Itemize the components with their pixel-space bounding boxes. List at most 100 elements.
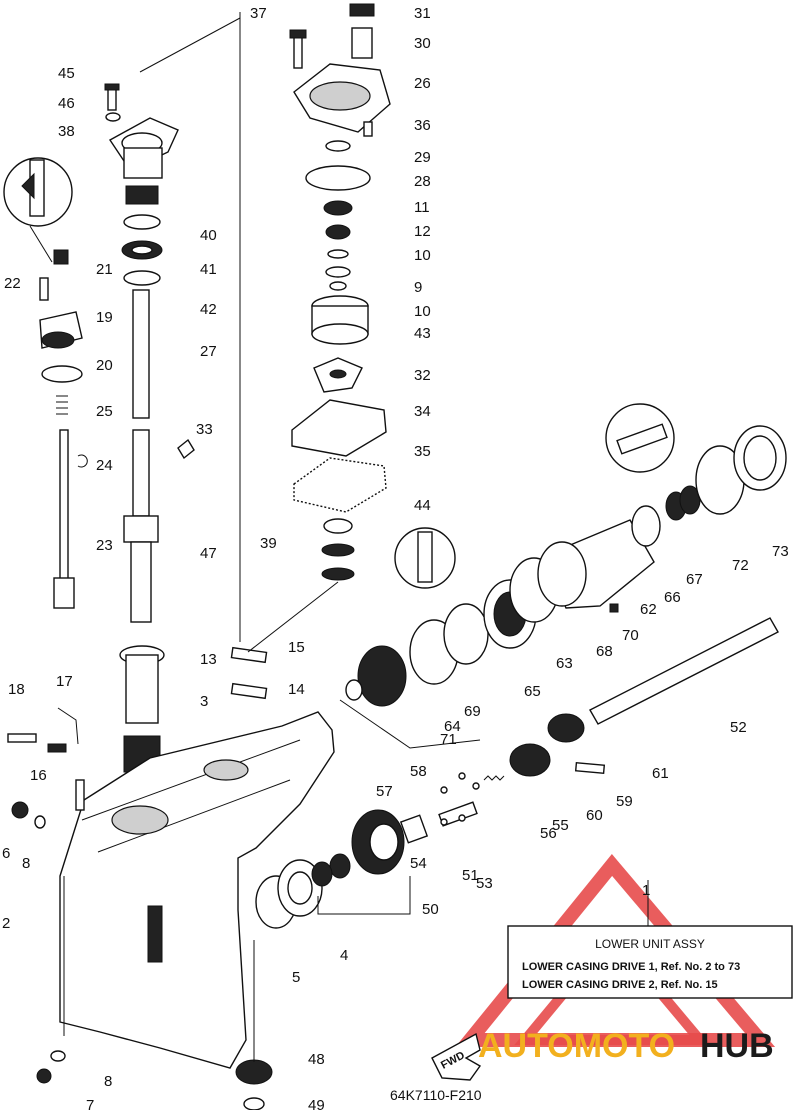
legend-number: 1	[642, 882, 650, 899]
callout-64: 64	[444, 718, 461, 735]
part-10-washer	[327, 249, 349, 259]
part-41-washer	[123, 214, 161, 230]
part-59-pin	[574, 762, 606, 774]
part-9-washer	[325, 266, 351, 278]
legend-box: 1 LOWER UNIT ASSY LOWER CASING DRIVE 1, …	[507, 880, 793, 999]
callout-48: 48	[308, 1051, 325, 1068]
part-20-oring	[41, 365, 83, 383]
callout-62: 62	[640, 601, 657, 618]
callout-49: 49	[308, 1097, 325, 1110]
callout-8: 8	[104, 1073, 112, 1090]
callout-33: 33	[196, 421, 213, 438]
driveshaft-group	[104, 83, 268, 773]
callout-63: 63	[556, 655, 573, 672]
part-33-key	[177, 438, 195, 460]
part-55-spring	[483, 775, 505, 781]
callout-3: 3	[200, 693, 208, 710]
part-23-shift-rod	[59, 429, 69, 581]
part-47-driveshaft	[132, 429, 150, 517]
part-48-pinion	[235, 1059, 273, 1085]
callout-50: 50	[422, 901, 439, 918]
callout-31: 31	[414, 5, 431, 22]
callout-58: 58	[410, 763, 427, 780]
callout-36: 36	[414, 117, 431, 134]
part-18-screw	[7, 733, 37, 743]
part-49-nut	[243, 1097, 265, 1110]
callout-65: 65	[524, 683, 541, 700]
part-51-bearing-a	[329, 853, 351, 879]
callout-61: 61	[652, 765, 669, 782]
part-43-oring	[123, 270, 161, 286]
callout-12: 12	[414, 223, 431, 240]
callout-28: 28	[414, 173, 431, 190]
callout-24: 24	[96, 457, 113, 474]
part-7-bolt	[36, 1068, 52, 1084]
shift-rod-group	[3, 157, 88, 609]
callout-55: 55	[552, 817, 569, 834]
callout-9: 9	[414, 279, 422, 296]
callout-30: 30	[414, 35, 431, 52]
callout-5: 5	[292, 969, 300, 986]
callout-38: 38	[58, 123, 75, 140]
callout-25: 25	[96, 403, 113, 420]
callout-66: 66	[664, 589, 681, 606]
part-70-washer	[345, 679, 363, 701]
part-10-washer-lower	[329, 281, 347, 291]
part-12-seal	[325, 224, 351, 240]
callout-7: 7	[86, 1097, 94, 1110]
callout-13: 13	[200, 651, 217, 668]
callout-2: 2	[2, 915, 10, 932]
part-16-bolt	[75, 779, 85, 811]
water-pump-group	[139, 3, 456, 653]
legend-title: LOWER UNIT ASSY	[595, 937, 705, 951]
part-29-oring	[325, 140, 351, 152]
callout-8: 8	[22, 855, 30, 872]
watermark-text-hub: HUB	[700, 1027, 774, 1065]
part-71-key	[609, 603, 619, 613]
callout-10: 10	[414, 247, 431, 264]
part-8-washer-lower	[50, 1050, 66, 1062]
callout-67: 67	[686, 571, 703, 588]
part-39-washer-b	[321, 567, 355, 581]
callout-29: 29	[414, 149, 431, 166]
callout-21: 21	[96, 261, 113, 278]
callout-34: 34	[414, 403, 431, 420]
callout-51: 51	[462, 867, 479, 884]
legend-frame	[507, 925, 793, 999]
callout-16: 16	[30, 767, 47, 784]
callout-54: 54	[410, 855, 427, 872]
callout-46: 46	[58, 95, 75, 112]
part-22-bolt	[39, 277, 49, 301]
callout-69: 69	[464, 703, 481, 720]
diagram-code: 64K7110-F210	[390, 1087, 482, 1103]
callout-68: 68	[596, 643, 613, 660]
callout-22: 22	[4, 275, 21, 292]
part-8-washer	[34, 815, 46, 829]
callout-47: 47	[200, 545, 217, 562]
callout-71: 71	[440, 731, 457, 748]
callout-43: 43	[414, 325, 431, 342]
callout-57: 57	[376, 783, 393, 800]
part-17-hose	[57, 707, 79, 745]
part-66-needle-bearing	[631, 505, 661, 547]
prop-shaft-group	[311, 403, 787, 915]
fwd-arrow-shape	[431, 1032, 482, 1081]
part-37-bolt	[293, 35, 303, 69]
callout-39: 39	[260, 535, 277, 552]
callout-32: 32	[414, 367, 431, 384]
part-65-shim	[443, 603, 489, 665]
part-35-gasket	[293, 457, 387, 513]
part-31-grommet	[349, 3, 375, 17]
fwd-arrow: FWD	[431, 1032, 482, 1081]
part-21-collar	[53, 249, 69, 265]
part-2-lower-casing	[59, 711, 335, 1069]
callout-70: 70	[622, 627, 639, 644]
callout-10: 10	[414, 303, 431, 320]
part-25-spring	[56, 395, 68, 415]
part-driveshaft-upper	[132, 289, 150, 419]
watermark-text-automoto: AUTOMOTO	[478, 1027, 675, 1065]
callout-45: 45	[58, 65, 75, 82]
callout-60: 60	[586, 807, 603, 824]
part-60-dog-clutch	[509, 743, 551, 777]
